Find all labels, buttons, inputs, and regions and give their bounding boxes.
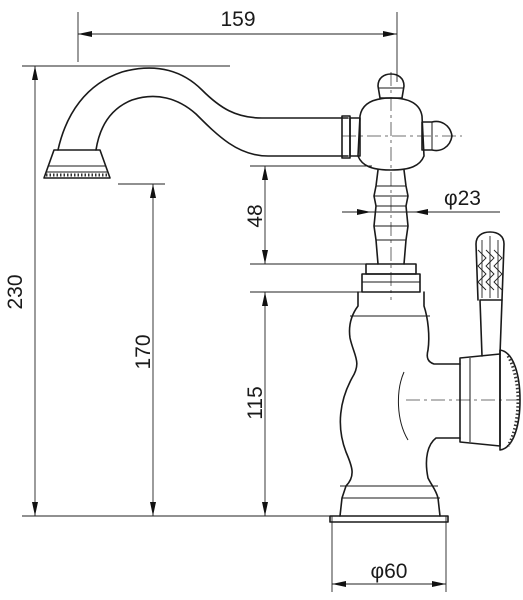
dimension-body-height: 115 (244, 291, 368, 516)
label-total-height: 230 (4, 274, 27, 309)
dimension-neck-diameter: φ23 (342, 187, 500, 215)
side-knob (421, 120, 453, 152)
aerator (43, 149, 111, 179)
top-knob (377, 73, 405, 99)
top-valve (341, 73, 453, 171)
label-body-height: 115 (244, 386, 267, 419)
label-width-top: 159 (220, 8, 255, 31)
dimension-total-height: 230 (4, 65, 338, 517)
label-neck-diameter: φ23 (444, 187, 481, 210)
dimension-base-diameter: φ60 (331, 516, 447, 592)
dimension-neck-height: 48 (244, 165, 378, 265)
label-base-diameter: φ60 (371, 560, 408, 583)
dimension-top-width: 159 (77, 8, 398, 82)
base-plate (329, 515, 449, 523)
faucet-body (329, 291, 461, 523)
lever-handle (459, 231, 521, 451)
label-neck-height: 48 (244, 204, 267, 227)
knurled-grip-texture (477, 236, 503, 298)
neck (361, 169, 421, 293)
dimension-spout-height: 170 (118, 183, 165, 516)
label-spout-height: 170 (132, 334, 155, 369)
spout (43, 67, 349, 179)
